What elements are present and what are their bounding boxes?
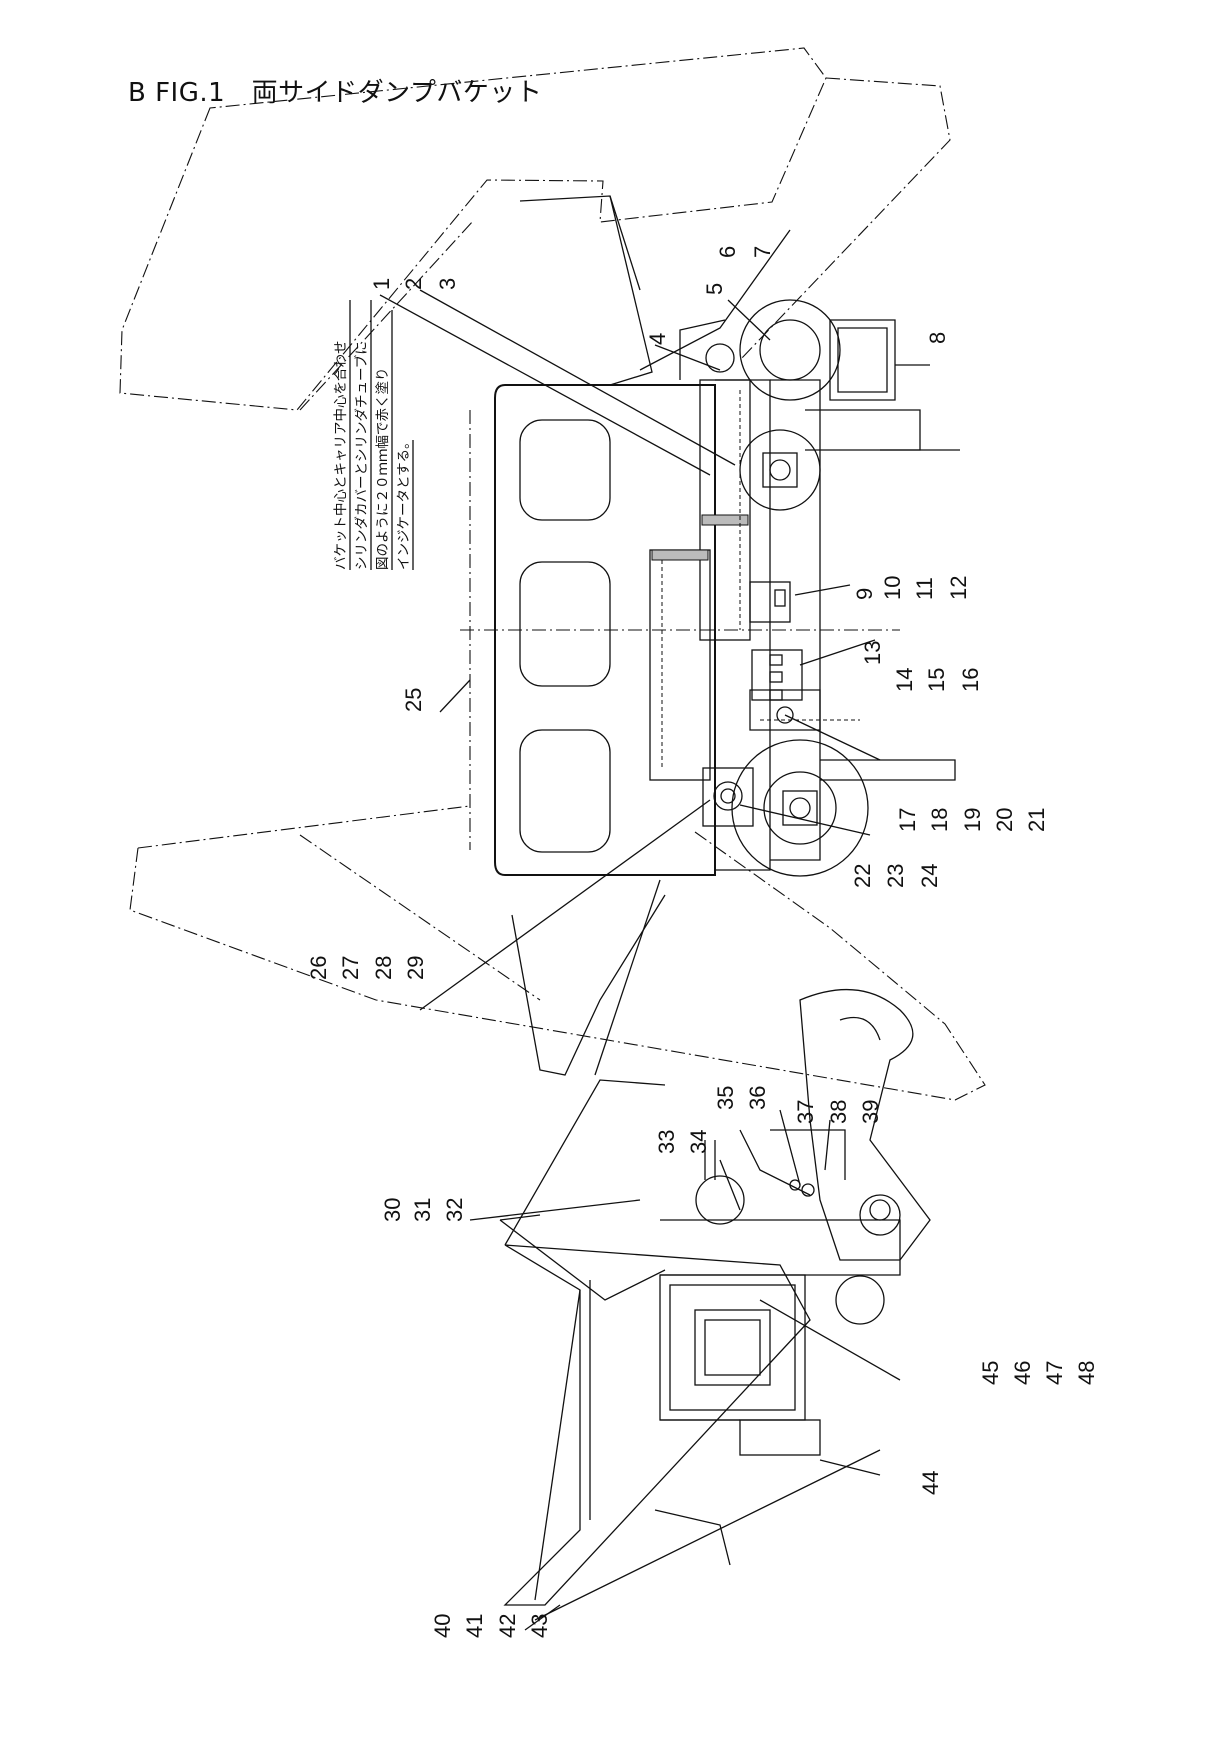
- callout-1: 1: [369, 278, 394, 290]
- note-line-2: シリンダカバーとシリンダチューブに: [353, 341, 370, 570]
- callout-28: 28: [371, 956, 396, 980]
- callout-35: 35: [713, 1086, 738, 1110]
- callout-23: 23: [883, 864, 908, 888]
- callout-43: 43: [527, 1614, 552, 1638]
- main-frame: [460, 379, 900, 876]
- callout-16: 16: [958, 668, 983, 692]
- callout-27: 27: [338, 956, 363, 980]
- callout-25: 25: [401, 688, 426, 712]
- side-view-housing: [659, 1219, 901, 1456]
- callout-21: 21: [1024, 808, 1049, 832]
- bucket-side-plate-lower: [511, 879, 666, 1076]
- callout-11: 11: [912, 577, 937, 600]
- callout-labels: 1 2 3 4 5 6 7 8 9 10 11 12 13 14 15 16 1…: [306, 246, 1099, 1638]
- callout-44: 44: [918, 1471, 943, 1495]
- indicator-note: バケット中心とキャリア中心を合わせ シリンダカバーとシリンダチューブに 図のよう…: [333, 300, 414, 571]
- callout-17: 17: [895, 808, 920, 832]
- callout-33: 33: [654, 1130, 679, 1154]
- callout-41: 41: [462, 1614, 487, 1638]
- callout-7: 7: [750, 246, 775, 258]
- callout-37: 37: [793, 1100, 818, 1124]
- callout-18: 18: [927, 808, 952, 832]
- callout-32: 32: [442, 1198, 467, 1222]
- callout-36: 36: [745, 1086, 770, 1110]
- callout-20: 20: [992, 808, 1017, 832]
- callout-42: 42: [495, 1614, 520, 1638]
- callout-24: 24: [917, 864, 942, 888]
- callout-39: 39: [858, 1100, 883, 1124]
- callout-13: 13: [860, 641, 885, 665]
- callout-31: 31: [410, 1198, 435, 1222]
- callout-22: 22: [850, 864, 875, 888]
- callout-40: 40: [430, 1614, 455, 1638]
- note-line-4: インジケータとする。: [396, 435, 412, 570]
- callout-3: 3: [435, 278, 460, 290]
- side-view-bucket-shell: [503, 1079, 881, 1621]
- callout-29: 29: [403, 956, 428, 980]
- side-view-hoses: [499, 1129, 815, 1301]
- callout-30: 30: [380, 1198, 405, 1222]
- bucket-side-plate-upper: [519, 195, 791, 386]
- callout-6: 6: [715, 246, 740, 258]
- callout-12: 12: [946, 576, 971, 600]
- callout-47: 47: [1042, 1361, 1067, 1385]
- callout-46: 46: [1010, 1361, 1035, 1385]
- callout-9: 9: [852, 588, 877, 600]
- callout-38: 38: [826, 1100, 851, 1124]
- upper-pivot-assembly: [679, 299, 960, 511]
- valve-block: [749, 581, 821, 731]
- callout-19: 19: [960, 808, 985, 832]
- callout-34: 34: [686, 1130, 711, 1154]
- lower-pivot-assembly: [702, 719, 956, 877]
- callout-2: 2: [401, 278, 426, 290]
- side-view-hook-bracket: [770, 989, 931, 1325]
- dump-cylinder: [649, 379, 751, 781]
- bucket-swing-outline-lower: [129, 805, 986, 1101]
- bucket-swing-outline-upper: [119, 47, 951, 411]
- callout-10: 10: [880, 576, 905, 600]
- note-line-3: 図のように２０ｍｍ幅で赤く塗り: [374, 368, 391, 571]
- callout-15: 15: [924, 668, 949, 692]
- callout-26: 26: [306, 956, 331, 980]
- callout-8: 8: [925, 332, 950, 344]
- leader-lines: [379, 289, 930, 1631]
- callout-48: 48: [1074, 1361, 1099, 1385]
- callout-45: 45: [978, 1361, 1003, 1385]
- callout-5: 5: [702, 283, 727, 295]
- callout-4: 4: [645, 333, 670, 345]
- figure-title: B FIG.1 両サイドダンプバケット: [128, 78, 543, 108]
- callout-14: 14: [892, 668, 917, 692]
- note-line-1: バケット中心とキャリア中心を合わせ: [333, 341, 349, 571]
